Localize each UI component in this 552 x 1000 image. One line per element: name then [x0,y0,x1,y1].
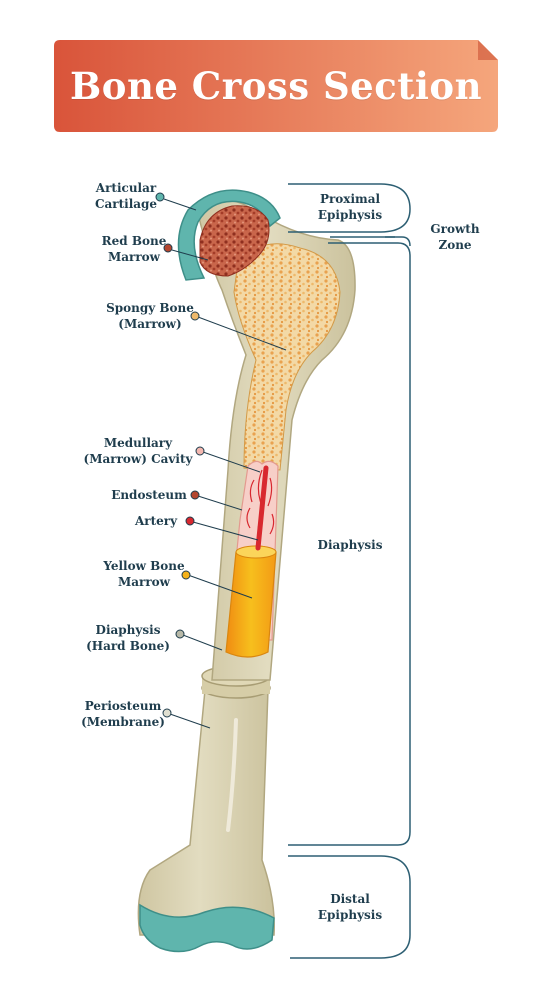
label-medullary-cavity: Medullary (Marrow) Cavity [83,436,193,466]
bracket-diaphysis [288,242,411,846]
dot-red-bone-marrow [163,243,173,253]
label-periosteum: Periosteum (Membrane) [81,699,165,729]
red-marrow-region [199,205,270,277]
dot-medullary-cavity [195,446,205,456]
leader-lines [163,198,287,729]
label-diaphysis-hard-bone: Diaphysis (Hard Bone) [86,623,170,653]
articular-cartilage-shape [177,189,281,281]
region-proximal-epiphysis: Proximal Epiphysis [317,192,383,222]
title-banner [54,40,498,132]
label-endosteum: Endosteum [111,488,187,502]
region-diaphysis: Diaphysis [317,538,383,552]
label-artery: Artery [134,514,178,528]
label-spongy-bone: Spongy Bone (Marrow) [106,301,194,331]
dot-spongy-bone [190,311,200,321]
dot-periosteum [162,708,172,718]
distal-cartilage [139,903,275,953]
dot-artery [185,516,195,526]
region-distal-epiphysis: Distal Epiphysis [317,892,383,922]
label-yellow-bone-marrow: Yellow Bone Marrow [103,559,185,589]
spongy-bone-region [233,243,341,471]
label-red-bone-marrow: Red Bone Marrow [101,234,167,264]
bracket-proximal-epiphysis [288,183,411,233]
dot-diaphysis-hard-bone [175,629,185,639]
region-brackets [288,183,411,959]
dot-yellow-bone-marrow [181,570,191,580]
bracket-distal-epiphysis [288,855,411,959]
artery-vessel [255,465,269,551]
dot-articular-cartilage [155,192,165,202]
page-title: Bone Cross Section [70,64,482,108]
dot-endosteum [190,490,200,500]
label-articular-cartilage: Articular Cartilage [94,181,158,211]
region-growth-zone: Growth Zone [430,222,480,252]
